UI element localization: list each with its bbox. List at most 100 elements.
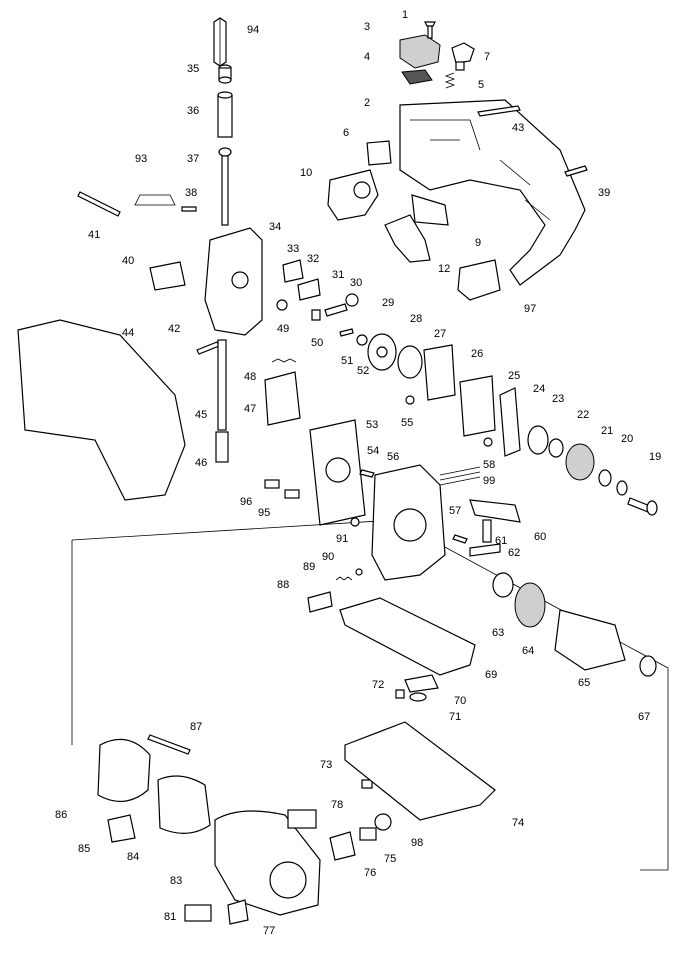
callout: 75: [384, 853, 396, 865]
part-7-lock-knob: [451, 42, 475, 71]
part-26-plate: [459, 375, 496, 437]
callout: 29: [382, 297, 394, 309]
callout: 35: [187, 63, 199, 75]
part-32-block: [297, 278, 321, 301]
callout: 74: [512, 817, 524, 829]
callout: 23: [552, 393, 564, 405]
part-75-brush: [359, 827, 377, 841]
callout: 91: [336, 533, 348, 545]
part-87-screw: [147, 734, 191, 755]
part-9-block: [411, 194, 449, 226]
part-93-wire-clip: [134, 194, 176, 206]
part-19-pin: [627, 497, 658, 516]
callout: 34: [269, 221, 281, 233]
part-56-housing: [371, 464, 446, 581]
part-57-screw: [452, 534, 468, 544]
callout: 39: [598, 187, 610, 199]
callout: 97: [524, 303, 536, 315]
part-63-bearing: [492, 572, 514, 598]
callout: 7: [484, 51, 490, 63]
callout: 44: [122, 327, 134, 339]
part-36-sleeve: [217, 91, 233, 138]
callout: 49: [277, 323, 289, 335]
part-52-washer: [356, 334, 368, 346]
callout: 51: [341, 355, 353, 367]
part-47-guide: [264, 371, 301, 426]
part-49-washer: [276, 299, 288, 311]
callout: 62: [508, 547, 520, 559]
callout: 78: [331, 799, 343, 811]
part-97-terminal: [457, 259, 501, 301]
callout: 69: [485, 669, 497, 681]
callout: 83: [170, 875, 182, 887]
part-78-label: [287, 809, 317, 829]
part-44-battery-housing: [17, 319, 186, 501]
part-85-bracket: [107, 814, 136, 843]
callout: 61: [495, 535, 507, 547]
part-53-plate: [309, 419, 366, 526]
part-48-spring: [271, 358, 297, 363]
part-55-washer: [405, 395, 415, 405]
part-72-screw: [395, 689, 405, 699]
part-69-base-plate: [339, 597, 476, 676]
callout: 90: [322, 551, 334, 563]
part-30-nut: [345, 293, 359, 307]
callout: 48: [244, 371, 256, 383]
callout: 94: [247, 24, 259, 36]
callout-labels: 1 2 3 4 5 6 7 10 19 20 21 22 23 24 25 26…: [55, 9, 661, 937]
part-31-plate: [324, 303, 348, 317]
callout: 93: [135, 153, 147, 165]
callout: 86: [55, 809, 67, 821]
callout: 87: [190, 721, 202, 733]
callout: 53: [366, 419, 378, 431]
part-35-knob: [218, 64, 232, 84]
callout: 28: [410, 313, 422, 325]
callout: 88: [277, 579, 289, 591]
callout: 56: [387, 451, 399, 463]
callout: 64: [522, 645, 534, 657]
part-29-gear: [367, 333, 397, 371]
part-10-switch: [327, 169, 379, 221]
callout: 71: [449, 711, 461, 723]
part-42-pin: [196, 341, 220, 355]
part-96-pad: [264, 479, 280, 489]
part-12-trigger: [384, 214, 431, 263]
callout: 77: [263, 925, 275, 937]
callout: 6: [343, 127, 349, 139]
callout: 96: [240, 496, 252, 508]
callout: 84: [127, 851, 139, 863]
callout: 10: [300, 167, 312, 179]
part-39-screw: [564, 165, 588, 177]
part-88-switch: [307, 591, 333, 613]
callout: 33: [287, 243, 299, 255]
part-54-screw: [359, 469, 375, 478]
part-67-bearing: [639, 655, 657, 677]
part-70-clip: [404, 674, 439, 693]
callout: 67: [638, 711, 650, 723]
part-73-screw: [361, 779, 373, 789]
part-40-bracket: [149, 261, 186, 291]
part-5-spring: [444, 72, 456, 89]
part-28-ring: [397, 345, 423, 379]
callout: 95: [258, 507, 270, 519]
part-50-screw: [311, 309, 321, 321]
part-65-armature: [554, 609, 626, 671]
part-91-washer: [350, 517, 360, 527]
part-6-label: [366, 140, 392, 166]
part-61-pin: [482, 519, 492, 543]
callout: 37: [187, 153, 199, 165]
part-34-gear-housing: [204, 227, 263, 336]
callout: 73: [320, 759, 332, 771]
part-2-housing: [399, 99, 586, 286]
callout: 76: [364, 867, 376, 879]
part-74-shoe: [344, 721, 496, 821]
callout: 60: [534, 531, 546, 543]
part-89-spring: [335, 576, 353, 581]
part-62-plate: [469, 543, 501, 557]
callout: 36: [187, 105, 199, 117]
part-98-cap: [374, 813, 392, 831]
callout: 40: [122, 255, 134, 267]
part-64-fan: [514, 582, 546, 628]
callout: 1: [402, 9, 408, 21]
